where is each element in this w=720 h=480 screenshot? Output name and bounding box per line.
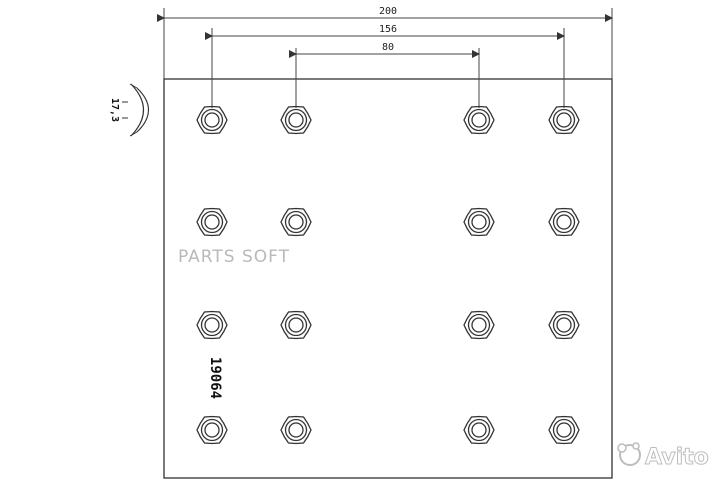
rivet-hole: [548, 415, 580, 445]
dimension-inner-holes: 80: [289, 42, 480, 108]
rivet-hole: [548, 310, 580, 340]
rivet-hole: [280, 105, 312, 135]
rivet-hole: [196, 105, 228, 135]
rivet-hole: [196, 310, 228, 340]
avito-label: Avito: [645, 445, 709, 470]
dimension-overall-label: 200: [379, 6, 397, 17]
rivet-holes: [196, 105, 580, 445]
rivet-hole: [280, 207, 312, 237]
dimension-outer-holes-label: 156: [379, 24, 397, 35]
dimension-inner-holes-label: 80: [382, 42, 394, 53]
rivet-hole: [463, 415, 495, 445]
rivet-hole: [196, 415, 228, 445]
rivet-hole: [548, 207, 580, 237]
rivet-hole: [280, 415, 312, 445]
dimension-overall: 200: [157, 6, 613, 79]
thickness-indicator: 17,3: [109, 83, 150, 137]
rivet-hole: [548, 105, 580, 135]
rivet-hole: [463, 207, 495, 237]
watermark-text: PARTS SOFT: [178, 247, 290, 267]
thickness-label: 17,3: [109, 98, 120, 122]
rivet-hole: [196, 207, 228, 237]
rivet-hole: [463, 105, 495, 135]
avito-watermark: Avito: [617, 442, 709, 471]
rivet-hole: [280, 310, 312, 340]
lining-plate-outline: [163, 78, 613, 479]
rivet-hole: [463, 310, 495, 340]
part-number: 19064: [207, 357, 223, 399]
dimension-outer-holes: 156: [205, 24, 565, 108]
